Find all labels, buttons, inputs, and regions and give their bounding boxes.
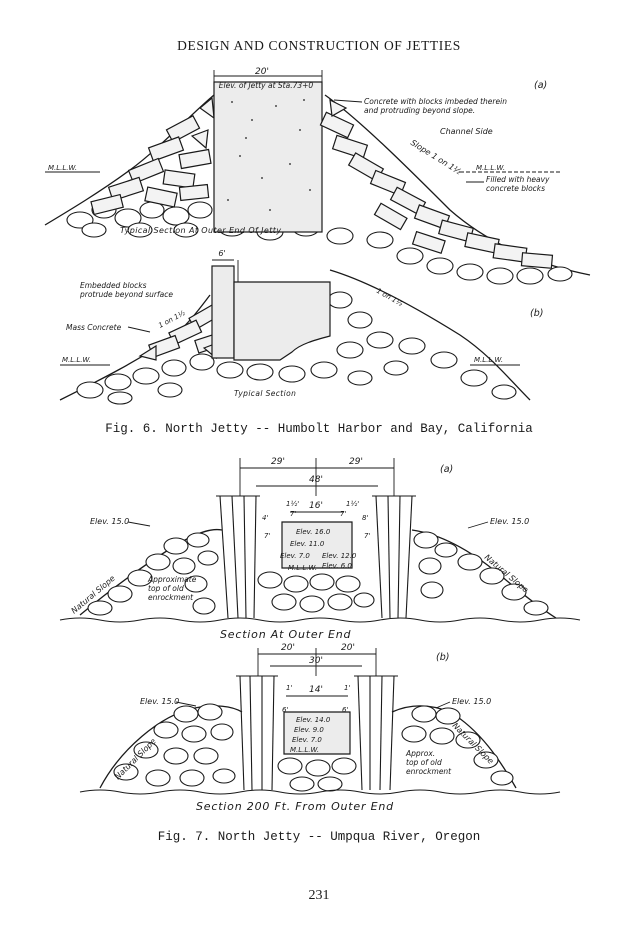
fig6a-filled-note-1: Filled with heavy (486, 175, 550, 184)
fig7a-elev-110: Elev. 11.0 (290, 540, 325, 548)
fig7b-dim-left: 20' (281, 643, 295, 653)
fig7a-dim-7-l: 7' (290, 510, 296, 518)
fig7a-dim-7-r2: 7' (364, 532, 370, 540)
fig7a-dim-8-r: 8' (362, 514, 368, 522)
fig6a-section-title: Typical Section At Outer End Of Jetty (120, 226, 281, 235)
fig7b-label: (b) (436, 652, 449, 663)
fig7b-elev-left: Elev. 15.0 (140, 697, 179, 706)
fig7b-elev-140: Elev. 14.0 (296, 716, 331, 724)
fig7a-elev-left: Elev. 15.0 (90, 517, 129, 526)
fig7a-dim-right: 29' (349, 457, 363, 467)
figure-6-drawing: 20' Elev. of Jetty at Sta.73+0 (a) Concr… (44, 67, 591, 405)
fig6a-concrete-cap (213, 81, 323, 233)
fig7b-mllw: M.L.L.W. (290, 746, 319, 754)
fig6a-mllw-left: M.L.L.W. (48, 164, 77, 172)
fig6a-mllw-right: M.L.L.W. (476, 164, 505, 172)
fig7a-dim-center: 16' (309, 501, 323, 511)
fig7a-label: (a) (440, 464, 453, 475)
fig6b-embedded-2: protrude beyond surface (79, 290, 173, 299)
fig7a-section-title: Section At Outer End (220, 628, 352, 641)
fig7b-approx-3: enrockment (406, 767, 452, 776)
fig6b-label: (b) (530, 308, 543, 319)
fig7a-dim-left: 29' (271, 457, 285, 467)
fig7b-dim-right: 20' (341, 643, 355, 653)
fig7b-dim-total: 30' (309, 656, 323, 666)
page-header: DESIGN AND CONSTRUCTION OF JETTIES (177, 38, 461, 53)
fig7b-approx-1: Approx. (405, 749, 435, 758)
fig6a-channel-side: Channel Side (440, 127, 493, 136)
fig7a-elev-70: Elev. 7.0 (280, 552, 310, 560)
fig7b-dim-6-l: 6' (282, 706, 288, 714)
figure-7-drawing: 29' 29' 48' 16' 1½' 1½' 7' 7' 4' 8' 7' 7… (59, 457, 581, 813)
fig7a-elev-60: Elev. 6.0 (322, 562, 352, 570)
fig7b-elev-right: Elev. 15.0 (452, 697, 491, 706)
fig6b-width: 6' (218, 249, 225, 258)
fig6b-embedded-1: Embedded blocks (80, 281, 147, 290)
fig6b-mllw-right: M.L.L.W. (474, 356, 503, 364)
fig7a-section: 29' 29' 48' 16' 1½' 1½' 7' 7' 4' 8' 7' 7… (59, 457, 581, 641)
fig7b-elev-70: Elev. 7.0 (292, 736, 322, 744)
fig7-caption: Fig. 7. North Jetty -- Umpqua River, Ore… (157, 830, 481, 844)
fig6b-mllw-left: M.L.L.W. (62, 356, 91, 364)
fig6b-slope-right: 1 on 1½ (375, 287, 404, 308)
fig6b-wall (211, 265, 235, 359)
fig6b-section-title: Typical Section (234, 389, 296, 398)
fig7a-dim-7-l2: 7' (264, 532, 270, 540)
fig7a-elev-160: Elev. 16.0 (296, 528, 331, 536)
fig7a-dim-total: 48' (309, 475, 323, 485)
fig6a-filled-note-2: concrete blocks (486, 184, 545, 193)
fig6a-section: 20' Elev. of Jetty at Sta.73+0 (a) Concr… (44, 67, 591, 285)
fig7a-approx-3: enrockment (148, 593, 194, 602)
fig7b-section: 20' 20' 30' 14' 1' 1' 6' 6' (b) Elev. 15… (79, 643, 561, 813)
fig7b-section-title: Section 200 Ft. From Outer End (196, 800, 394, 813)
fig6b-section: 6' (b) Embedded blocks protrude beyond s… (59, 249, 543, 405)
fig7a-dim-7-r: 7' (340, 510, 346, 518)
fig7a-dim-half-r: 1½' (346, 500, 359, 508)
fig7b-dim-6-r: 6' (342, 706, 348, 714)
figure-7: 29' 29' 48' 16' 1½' 1½' 7' 7' 4' 8' 7' 7… (0, 450, 638, 825)
fig6b-mass-concrete (233, 281, 331, 361)
fig6a-slope: Slope 1 on 1½ (409, 138, 463, 176)
fig6a-concrete-note-1: Concrete with blocks imbeded therein (364, 97, 507, 106)
fig6a-width: 20' (255, 67, 269, 77)
fig7a-dim-half-l: 1½' (286, 500, 299, 508)
fig7b-dim-1-l: 1' (286, 684, 292, 692)
figure-6: 20' Elev. of Jetty at Sta.73+0 (a) Concr… (0, 60, 638, 410)
fig6b-mass-concrete-label: Mass Concrete (66, 323, 122, 332)
fig7a-mllw: M.L.L.W. (288, 564, 317, 572)
fig6-caption: Fig. 6. North Jetty -- Humbolt Harbor an… (105, 422, 533, 436)
fig6a-label: (a) (534, 80, 547, 91)
fig7b-elev-90: Elev. 9.0 (294, 726, 324, 734)
fig7a-approx-1: Approximate (147, 575, 197, 584)
fig6a-elev-label: Elev. of Jetty at Sta.73+0 (219, 81, 314, 90)
fig6a-concrete-note-2: and protruding beyond slope. (364, 106, 475, 115)
fig7b-dim-1-r: 1' (344, 684, 350, 692)
fig7a-dim-4-l: 4' (262, 514, 268, 522)
fig7b-approx-2: top of old (406, 758, 442, 767)
fig7b-dim-center: 14' (309, 685, 323, 695)
fig7a-approx-2: top of old (148, 584, 184, 593)
fig7a-elev-120: Elev. 12.0 (322, 552, 357, 560)
page-number: 231 (308, 888, 330, 903)
fig7a-elev-right: Elev. 15.0 (490, 517, 529, 526)
